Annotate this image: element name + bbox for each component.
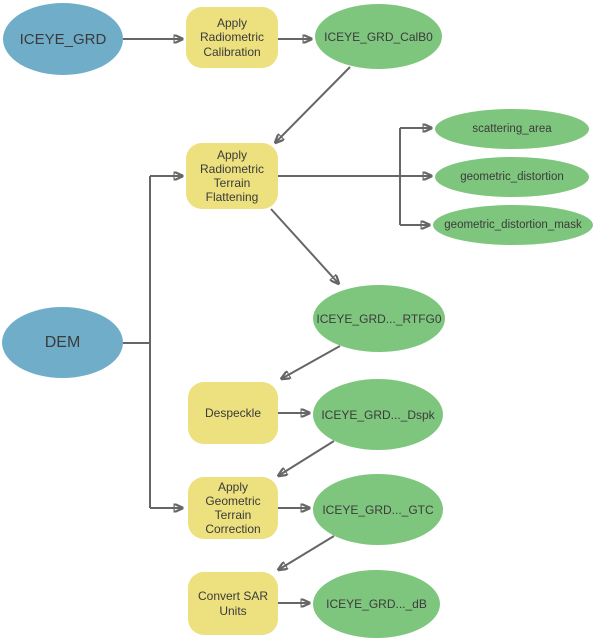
node-dem[interactable]: DEM [2,307,123,378]
node-label-apply-radiometric-calibration: Apply Radiometric Calibration [199,16,265,59]
node-iceye-grd-dspk[interactable]: ICEYE_GRD..._Dspk [313,379,443,450]
edge-flattening-to-rtfg0 [270,208,339,284]
node-label-apply-geometric-terrain-correction: Apply Geometric Terrain Correction [205,479,261,537]
node-geometric-distortion-mask[interactable]: geometric_distortion_mask [433,205,593,245]
node-label-iceye-grd-db: ICEYE_GRD..._dB [326,597,427,611]
node-label-scattering-area: scattering_area [472,123,552,135]
node-scattering-area[interactable]: scattering_area [435,109,589,149]
edge-calb0-to-flattening [275,66,351,143]
node-apply-radiometric-terrain-flattening[interactable]: Apply Radiometric Terrain Flattening [186,143,278,209]
node-iceye-grd-calb0[interactable]: ICEYE_GRD_CalB0 [315,4,442,69]
node-label-iceye-grd-calb0: ICEYE_GRD_CalB0 [324,29,433,44]
node-label-geometric-distortion: geometric_distortion [460,171,564,183]
edge-dspk-to-gtc-tool [278,440,335,476]
node-iceye-grd-db[interactable]: ICEYE_GRD..._dB [313,570,440,638]
node-convert-sar-units[interactable]: Convert SAR Units [188,572,278,635]
node-label-despeckle: Despeckle [204,405,262,420]
node-label-iceye-grd-dspk: ICEYE_GRD..._Dspk [321,407,435,422]
node-label-dem: DEM [44,333,81,351]
node-label-apply-radiometric-terrain-flattening: Apply Radiometric Terrain Flattening [199,147,265,205]
node-label-geometric-distortion-mask: geometric_distortion_mask [444,219,582,231]
edge-gtc-to-convert [278,535,335,570]
node-iceye-grd-gtc[interactable]: ICEYE_GRD..._GTC [313,474,443,545]
node-label-iceye-grd-rtfg0: ICEYE_GRD..._RTFG0 [316,311,442,326]
node-apply-radiometric-calibration[interactable]: Apply Radiometric Calibration [186,7,278,68]
node-label-iceye-grd-gtc: ICEYE_GRD..._GTC [322,502,434,517]
node-despeckle[interactable]: Despeckle [188,382,278,444]
node-label-convert-sar-units: Convert SAR Units [197,589,269,618]
node-iceye-grd-rtfg0[interactable]: ICEYE_GRD..._RTFG0 [313,285,445,352]
edge-rtfg0-to-despeckle [281,345,341,379]
node-apply-geometric-terrain-correction[interactable]: Apply Geometric Terrain Correction [188,477,278,539]
node-geometric-distortion[interactable]: geometric_distortion [435,157,589,197]
node-iceye-grd[interactable]: ICEYE_GRD [3,3,123,75]
node-label-iceye-grd: ICEYE_GRD [19,30,107,48]
